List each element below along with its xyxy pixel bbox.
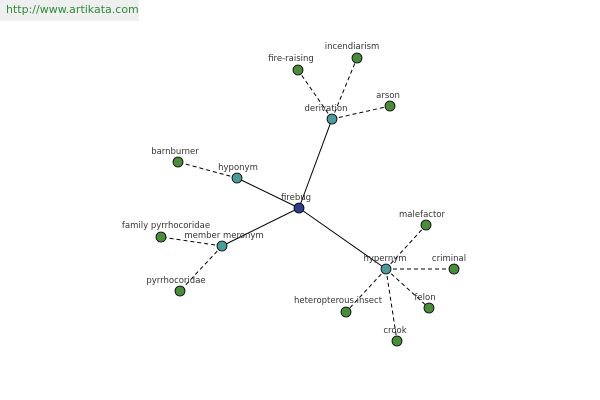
leaf-node-pyrrhocoridae-label: pyrrhocoridae [146,276,205,286]
leaf-node-felon-label: felon [414,293,435,303]
leaf-node-pyrrhocoridae[interactable] [174,285,186,297]
edge-firebug-derivation [298,118,333,209]
relation-node-derivation-label: derivation [304,104,347,114]
leaf-node-malefactor[interactable] [420,219,432,231]
edges-layer [160,57,454,342]
leaf-node-heteropterous-insect-label: heteropterous insect [294,296,383,306]
leaf-node-incendiarism[interactable] [351,52,363,64]
edge-firebug-hypernym [298,207,387,270]
leaf-node-arson[interactable] [384,100,396,112]
edge-derivation-arson [331,105,391,120]
leaf-node-criminal-label: criminal [432,254,466,264]
nodes-layer [155,52,460,347]
relation-node-member-meronym-label: member meronym [184,231,263,241]
edge-firebug-hyponym [236,177,300,209]
edge-hypernym-heteropterous-insect [345,268,387,313]
edge-derivation-incendiarism [331,57,358,120]
edge-member-meronym-pyrrhocoridae [179,245,223,292]
leaf-node-arson-label: arson [376,91,400,101]
leaf-node-malefactor-label: malefactor [399,210,445,220]
leaf-node-felon[interactable] [423,302,435,314]
leaf-node-criminal[interactable] [448,263,460,275]
leaf-node-family-pyrrhocoridae-label: family pyrrhocoridae [122,221,210,231]
leaf-node-incendiarism-label: incendiarism [325,42,380,52]
edge-derivation-fire-raising [297,69,333,120]
labels-layer: fire-raising incendiarism arson barnburner f… [122,42,466,336]
relation-node-hyponym-label: hyponym [218,163,258,173]
leaf-node-family-pyrrhocoridae[interactable] [155,231,167,243]
edge-hyponym-barnburner [177,161,238,179]
watermark-url[interactable]: http://www.artikata.com [0,0,139,21]
leaf-node-crook-label: crook [383,326,406,336]
leaf-node-barnburner-label: barnburner [151,147,199,157]
root-node-firebug[interactable] [293,202,305,214]
leaf-node-fire-raising[interactable] [292,64,304,76]
edge-hypernym-crook [385,268,398,342]
edge-member-meronym-family-pyrrhocoridae [160,236,223,247]
edge-firebug-member-meronym [221,207,300,247]
root-node-firebug-label: firebug [281,193,311,203]
relation-node-derivation[interactable] [326,113,338,125]
leaf-node-fire-raising-label: fire-raising [268,54,314,64]
leaf-node-barnburner[interactable] [172,156,184,168]
leaf-node-crook[interactable] [391,335,403,347]
relation-node-hypernym[interactable] [380,263,392,275]
relation-node-hyponym[interactable] [231,172,243,184]
edge-hypernym-felon [385,268,430,309]
relation-node-hypernym-label: hypernym [363,254,406,264]
relation-node-member-meronym[interactable] [216,240,228,252]
leaf-node-heteropterous-insect[interactable] [340,306,352,318]
edge-hypernym-malefactor [385,224,427,270]
